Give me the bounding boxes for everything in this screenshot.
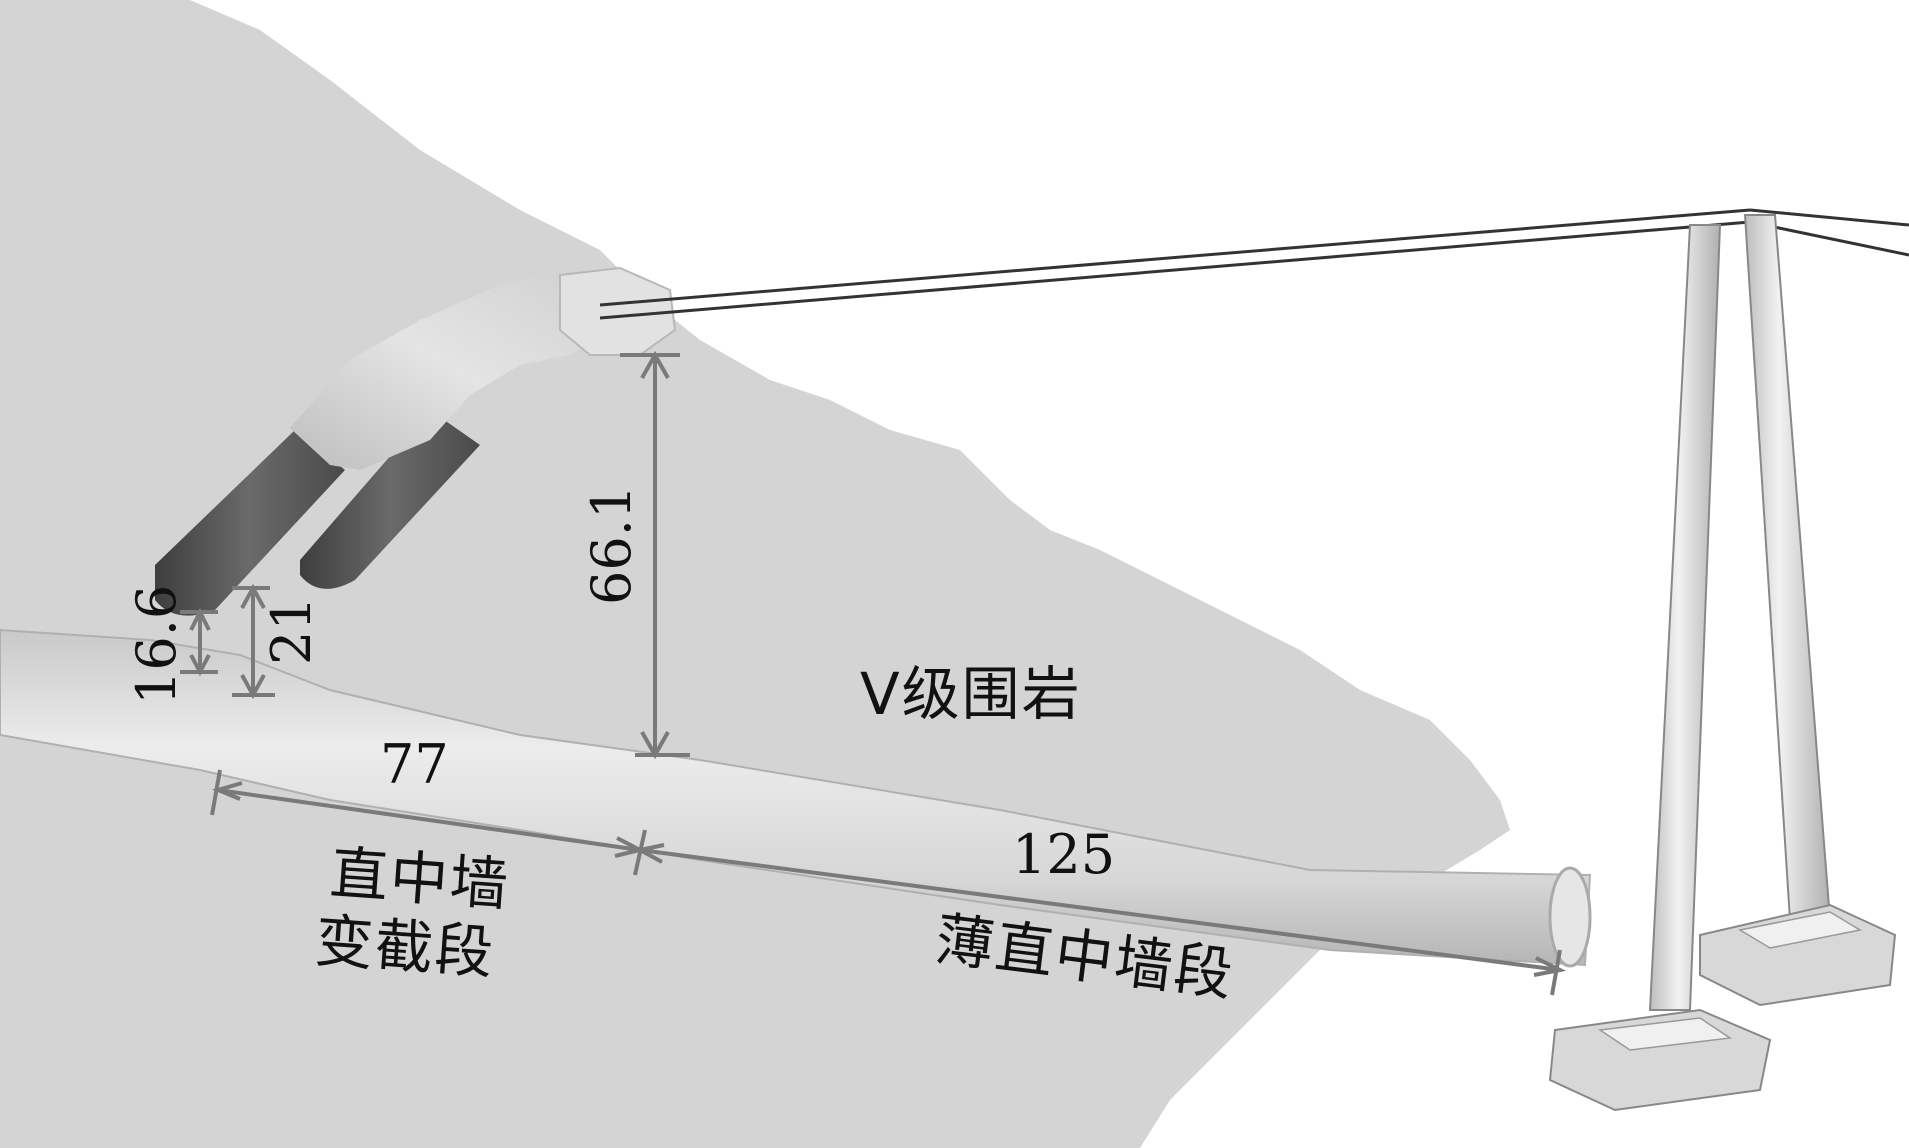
dimension-lines xyxy=(180,350,1567,996)
inclined-shaft-light xyxy=(290,270,620,470)
rock-grade-label: V级围岩 xyxy=(860,660,1082,728)
section-transition-line2: 变截段 xyxy=(312,906,498,988)
dim-length-thin: 125 xyxy=(1012,823,1116,886)
dim-cover-right: 66.1 xyxy=(580,484,643,605)
dim-cover-left2: 21 xyxy=(260,596,323,665)
dim-length-transition: 77 xyxy=(380,733,449,796)
inclined-shaft-dark-1 xyxy=(155,430,345,616)
inclined-shaft-dark-2 xyxy=(300,410,480,589)
section-transition-line1: 直中墙 xyxy=(327,838,513,920)
tunnel-exit-portal xyxy=(1548,866,1592,968)
bridge xyxy=(599,208,1909,320)
bridge-pier-right xyxy=(1699,214,1897,1007)
dim-cover-left: 16.6 xyxy=(125,584,188,705)
bridge-pier-left xyxy=(1548,224,1772,1112)
shaft-portal-top xyxy=(559,266,677,356)
